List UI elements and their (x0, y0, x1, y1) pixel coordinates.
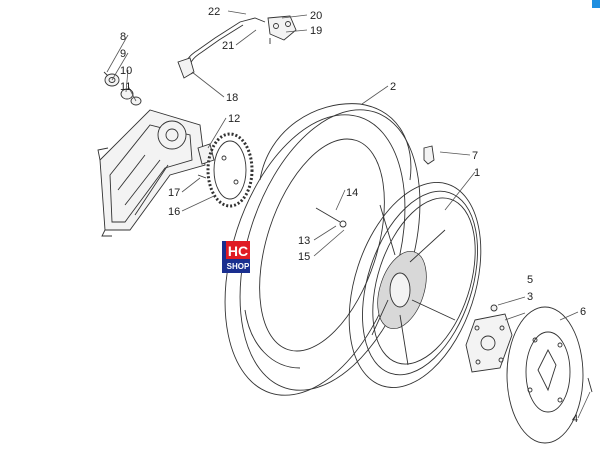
callout-7: 7 (472, 150, 478, 162)
callout-labels: 8 9 10 11 12 17 16 18 22 20 19 21 2 7 1 … (120, 6, 586, 425)
abs-tone-ring (206, 132, 254, 208)
brake-disc (506, 306, 584, 444)
callout-5: 5 (527, 274, 533, 286)
valve (423, 145, 435, 165)
callout-6: 6 (580, 306, 586, 318)
callout-10: 10 (120, 65, 132, 77)
callout-15: 15 (298, 251, 310, 263)
axle-bolt (315, 207, 347, 228)
callout-3: 3 (527, 291, 533, 303)
callout-9: 9 (120, 48, 126, 60)
callout-14: 14 (346, 187, 358, 199)
logo-line1: HC (228, 243, 248, 259)
callout-2: 2 (390, 81, 396, 93)
hc-shop-logo: HC SHOP (222, 241, 250, 273)
bolt-17 (197, 174, 207, 179)
rim (348, 182, 482, 388)
leader-lines (106, 10, 591, 419)
disc-bolt (587, 377, 593, 393)
callout-17: 17 (168, 187, 180, 199)
callout-12: 12 (228, 113, 240, 125)
callout-8: 8 (120, 31, 126, 43)
callout-16: 16 (168, 206, 180, 218)
callout-13: 13 (298, 235, 310, 247)
callout-21: 21 (222, 40, 234, 52)
corner-marker (592, 0, 600, 8)
callout-20: 20 (310, 10, 322, 22)
swing-arm (97, 109, 206, 237)
spacer (197, 143, 215, 165)
callout-11: 11 (120, 81, 131, 93)
washer (490, 304, 498, 312)
callout-1: 1 (474, 167, 480, 179)
logo-line2: SHOP (227, 262, 250, 271)
callout-19: 19 (310, 25, 322, 37)
callout-22: 22 (208, 6, 220, 18)
disc-carrier (465, 313, 513, 373)
abs-sensor-cable (177, 15, 297, 79)
callout-4: 4 (572, 413, 578, 425)
callout-18: 18 (226, 92, 238, 104)
